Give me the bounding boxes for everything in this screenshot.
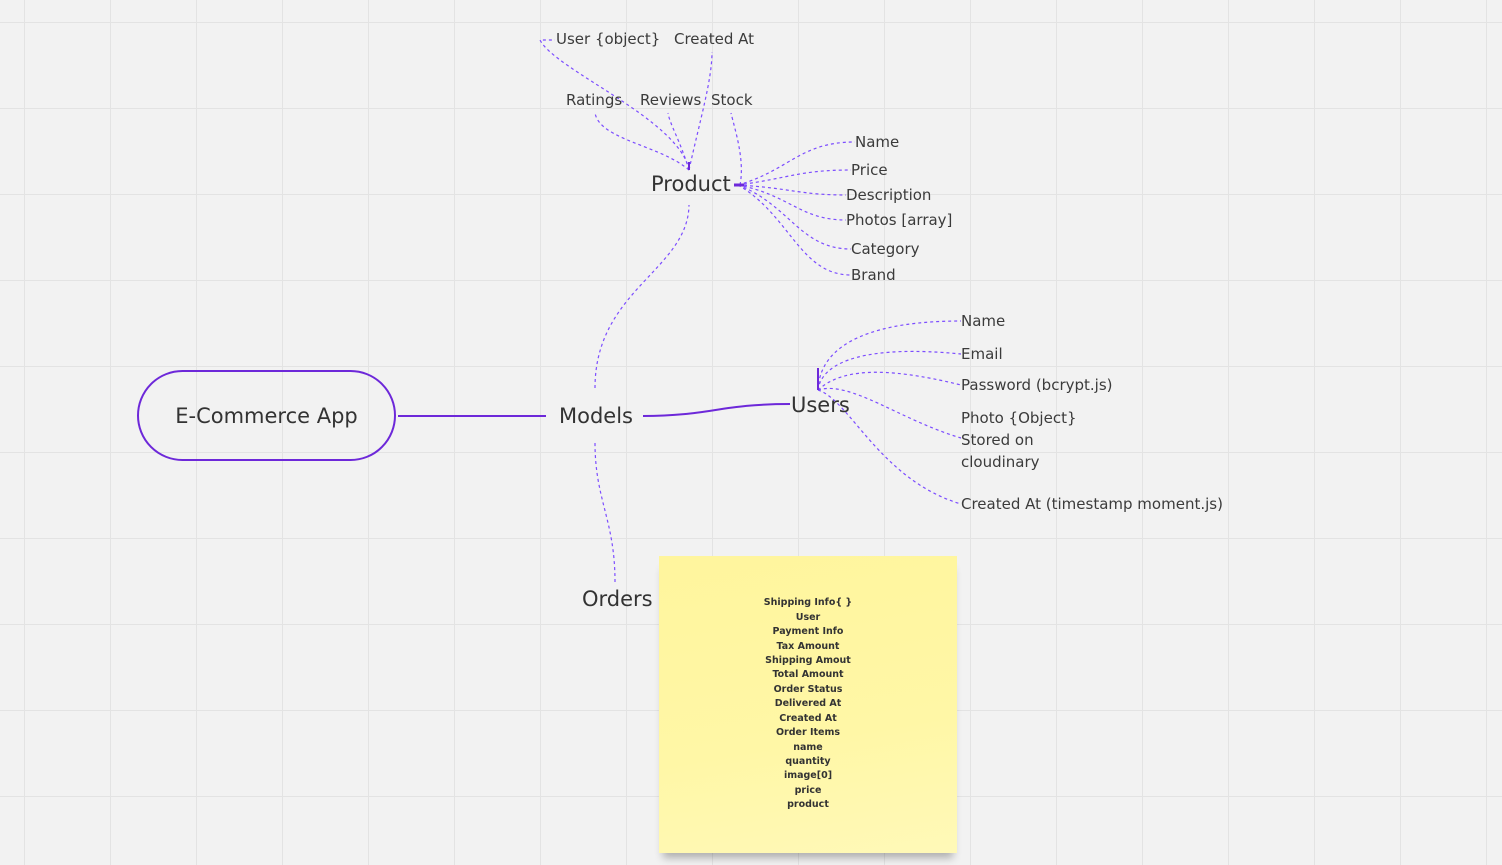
connector-product-category bbox=[737, 184, 852, 250]
users-field-name[interactable]: Name bbox=[961, 312, 1006, 330]
orders-field: Order Status bbox=[773, 683, 843, 695]
connector-users-created-at bbox=[817, 389, 962, 505]
root-node-ecommerce-app[interactable]: E-Commerce App bbox=[137, 370, 396, 461]
product-field-stock[interactable]: Stock bbox=[711, 91, 753, 109]
connector-product-photos bbox=[737, 184, 847, 221]
users-field-created-at[interactable]: Created At (timestamp moment.js) bbox=[961, 495, 1223, 513]
product-field-category[interactable]: Category bbox=[851, 240, 920, 258]
node-users[interactable]: Users bbox=[791, 393, 850, 417]
node-orders[interactable]: Orders bbox=[582, 587, 653, 611]
product-field-brand[interactable]: Brand bbox=[851, 266, 896, 284]
orders-field: Payment Info bbox=[772, 626, 844, 638]
node-product[interactable]: Product bbox=[651, 172, 731, 196]
product-field-photos[interactable]: Photos [array] bbox=[846, 211, 953, 229]
orders-field: Order Items bbox=[775, 727, 841, 739]
orders-field: image[0] bbox=[783, 770, 833, 782]
connector-models-users bbox=[642, 403, 791, 417]
connector-models-orders bbox=[594, 442, 616, 583]
orders-sticky-note[interactable]: Shipping Info{ } User Payment Info Tax A… bbox=[659, 556, 957, 853]
orders-field: Shipping Info{ } bbox=[763, 597, 853, 609]
orders-field: Total Amount bbox=[772, 669, 844, 681]
orders-field: Delivered At bbox=[774, 698, 842, 710]
connector-product-name bbox=[737, 141, 856, 186]
connector-product-created-at bbox=[688, 51, 713, 171]
orders-field: Shipping Amout bbox=[765, 655, 851, 667]
orders-field: Created At bbox=[779, 712, 837, 724]
users-field-email[interactable]: Email bbox=[961, 345, 1003, 363]
product-field-created-at[interactable]: Created At bbox=[674, 30, 755, 48]
root-node-label: E-Commerce App bbox=[175, 403, 358, 428]
connector-models-product bbox=[594, 204, 690, 389]
orders-field: name bbox=[793, 741, 823, 753]
connector-users-email bbox=[817, 350, 962, 391]
connector-product-stock bbox=[730, 112, 742, 186]
orders-field: User bbox=[795, 611, 821, 623]
orders-field: product bbox=[787, 799, 829, 811]
product-field-reviews[interactable]: Reviews bbox=[640, 91, 702, 109]
orders-field: quantity bbox=[785, 755, 831, 767]
connector-product-user bbox=[539, 39, 690, 171]
product-field-description[interactable]: Description bbox=[846, 186, 932, 204]
connector-users-name bbox=[817, 320, 962, 391]
orders-field-list: Shipping Info{ } User Payment Info Tax A… bbox=[764, 596, 852, 812]
connector-users-password bbox=[817, 371, 962, 391]
connector-product-reviews bbox=[667, 112, 690, 171]
users-field-photo[interactable]: Photo {Object} Stored on cloudinary bbox=[961, 409, 1077, 471]
product-field-name[interactable]: Name bbox=[855, 133, 900, 151]
orders-field: price bbox=[794, 784, 822, 796]
orders-field: Tax Amount bbox=[776, 640, 840, 652]
connector-product-description bbox=[737, 184, 847, 196]
connector-product-brand bbox=[737, 184, 852, 276]
connector-users-photo bbox=[817, 387, 962, 439]
product-field-ratings[interactable]: Ratings bbox=[566, 91, 623, 109]
product-field-price[interactable]: Price bbox=[851, 161, 888, 179]
connector-product-price bbox=[737, 169, 852, 186]
product-field-user[interactable]: User {object} bbox=[556, 30, 661, 48]
connector-product-ratings bbox=[594, 112, 690, 171]
node-models[interactable]: Models bbox=[559, 404, 633, 428]
users-field-password[interactable]: Password (bcrypt.js) bbox=[961, 376, 1113, 394]
